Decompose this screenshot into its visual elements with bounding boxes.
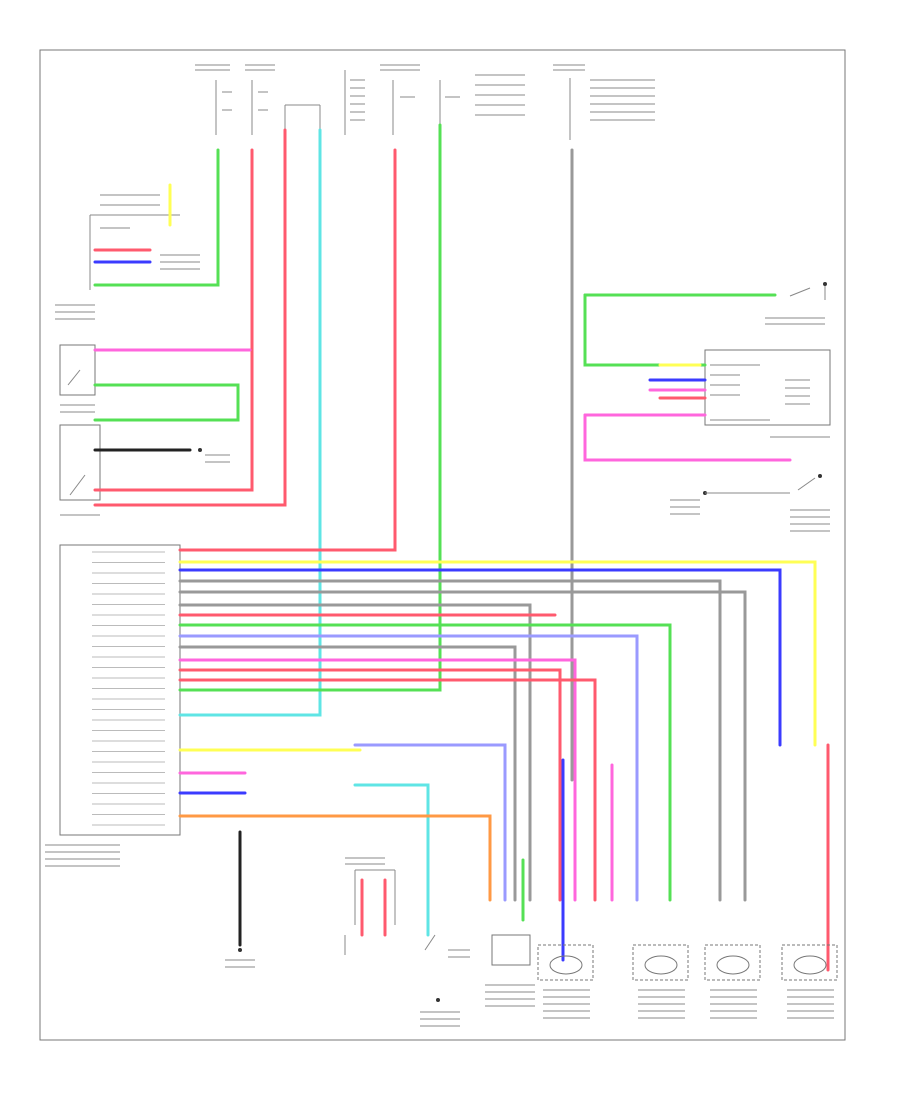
- fuse-block-3: [380, 64, 525, 135]
- ground-left-1: [198, 448, 230, 463]
- stop-lamp-switch: [59, 344, 96, 413]
- wire-orange-low: [178, 814, 492, 902]
- wire-blue-bus: [178, 568, 782, 747]
- fuse-block-1: [195, 64, 232, 135]
- wire-red-ignition: [178, 148, 397, 552]
- wire-green-ignition: [178, 123, 442, 692]
- wire-pink-fluid-2: [583, 413, 792, 462]
- sensor-front-left-connector: [781, 944, 838, 1019]
- fuse-block-4: [553, 64, 655, 140]
- parking-brake-connector: [704, 349, 831, 438]
- ground-bottom-mid: [420, 934, 470, 1027]
- wire-yellow-bus: [178, 560, 817, 747]
- combination-switch-bottom: [344, 857, 396, 955]
- stop-lamp-relay: [59, 424, 101, 516]
- ground-bottom-left: [225, 948, 255, 968]
- diagram-frame: [39, 49, 846, 1041]
- wire-gray-bus-3: [178, 603, 532, 902]
- wire-lavender-bus: [178, 634, 639, 902]
- wire-green-bus: [178, 623, 672, 902]
- sensor-connectors: [537, 944, 838, 1019]
- wire-gray-bus-1: [178, 579, 722, 902]
- combination-meter-box: [55, 194, 200, 320]
- sensor-rear-left-connector: [632, 944, 689, 1019]
- sensor-front-right-connector: [537, 944, 594, 1019]
- fuse-block-2: [245, 64, 275, 135]
- wire-red-bus-2: [178, 668, 562, 902]
- brake-fluid-switch: [670, 474, 830, 532]
- wire-lavender-2: [353, 743, 507, 902]
- wire-green-top-1: [93, 148, 220, 287]
- sensor-rear-right-connector: [704, 944, 761, 1019]
- ecu-pin-labels: [92, 551, 165, 836]
- wire-gray-bus-4: [178, 645, 517, 902]
- wire-green-stop: [93, 383, 240, 422]
- wire-pink-bus: [178, 658, 577, 902]
- wire-red-top-2: [93, 148, 254, 492]
- wires: [93, 123, 830, 972]
- wire-gray-bus-2: [178, 590, 747, 902]
- relay-block-top: [284, 70, 365, 135]
- wire-green-pbrake-2: [583, 293, 707, 367]
- wire-cyan-low: [353, 783, 430, 937]
- abs-control-unit: [45, 544, 181, 867]
- wire-red-bus-3: [178, 678, 597, 902]
- wire-red-top-3: [93, 128, 287, 507]
- yaw-rate-sensor: [485, 934, 535, 1007]
- wire-cyan-stoplamp: [178, 128, 322, 717]
- parking-brake-switch: [765, 282, 827, 325]
